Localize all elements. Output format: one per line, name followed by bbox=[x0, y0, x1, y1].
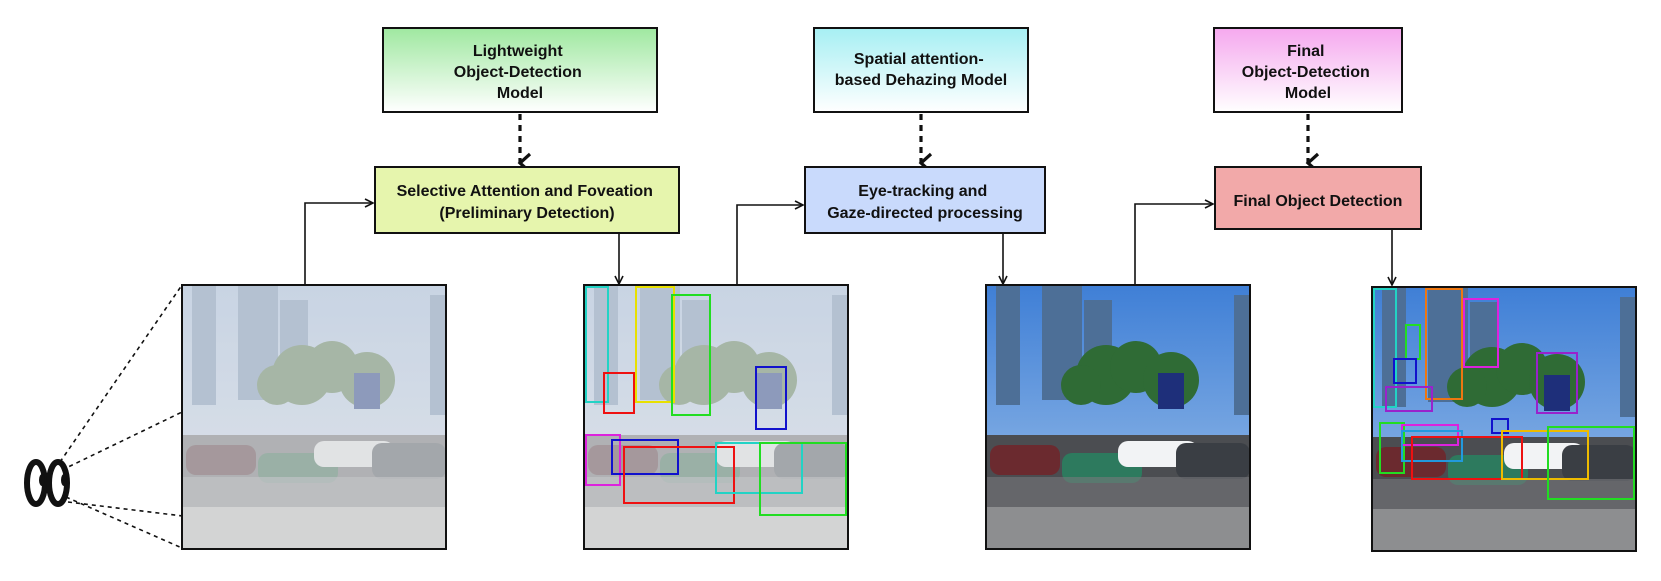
tree bbox=[1447, 367, 1487, 407]
billboard bbox=[1544, 375, 1570, 411]
hazy-input-image bbox=[181, 284, 447, 550]
lightweight-model-box bbox=[382, 27, 658, 113]
building bbox=[1234, 295, 1250, 415]
selective-attention-label: Selective Attention and Foveation (Preli… bbox=[397, 183, 658, 222]
eye-tracking-label: Eye-tracking and Gaze-directed processin… bbox=[827, 183, 1023, 222]
detection-box bbox=[623, 446, 735, 504]
detection-box bbox=[585, 286, 609, 403]
building bbox=[594, 285, 618, 405]
image-frame bbox=[181, 284, 447, 550]
eyes-icon bbox=[24, 459, 70, 507]
dehazing-model-label: Spatial attention- based Dehazing Model bbox=[835, 51, 1007, 89]
car bbox=[186, 445, 256, 475]
car bbox=[774, 443, 848, 479]
building bbox=[430, 295, 446, 415]
billboard bbox=[354, 373, 380, 409]
detection-box bbox=[1425, 288, 1463, 400]
detection-box bbox=[755, 366, 787, 430]
image1-to-selective-arrow bbox=[304, 203, 373, 285]
detection-box bbox=[671, 294, 711, 416]
image-frame bbox=[583, 284, 849, 550]
detection-box bbox=[1411, 436, 1523, 480]
tree bbox=[257, 365, 297, 405]
fence bbox=[986, 477, 1250, 507]
image-frame bbox=[985, 284, 1251, 550]
detection-box bbox=[1501, 430, 1589, 480]
image-frame bbox=[1371, 286, 1637, 552]
detection-box bbox=[1393, 358, 1417, 384]
building bbox=[996, 285, 1020, 405]
haze-overlay bbox=[182, 285, 446, 549]
detection-box bbox=[759, 442, 847, 516]
car bbox=[1562, 445, 1636, 481]
dehazing-model-box bbox=[813, 27, 1029, 113]
sidewalk bbox=[986, 507, 1250, 549]
billboard bbox=[756, 373, 782, 409]
detection-box bbox=[1379, 422, 1405, 474]
fence bbox=[182, 477, 446, 507]
tree bbox=[1061, 365, 1101, 405]
final-detections-image bbox=[1371, 286, 1637, 552]
detection-box bbox=[1547, 426, 1635, 500]
building bbox=[192, 285, 216, 405]
detection-box bbox=[1401, 430, 1463, 462]
final-model-label: Final Object-Detection Model bbox=[1242, 43, 1374, 102]
detection-box bbox=[635, 286, 675, 403]
detection-box bbox=[1385, 386, 1433, 412]
dehazed-image bbox=[985, 284, 1251, 550]
detection-box bbox=[585, 434, 621, 486]
image3-to-final-arrow bbox=[1134, 204, 1213, 285]
preliminary-detections-image bbox=[583, 284, 849, 550]
detection-box bbox=[1536, 352, 1578, 414]
car bbox=[1176, 443, 1250, 479]
car bbox=[372, 443, 446, 479]
billboard bbox=[1158, 373, 1184, 409]
sidewalk bbox=[1372, 509, 1636, 551]
building bbox=[1620, 297, 1636, 417]
lightweight-model-label: Lightweight Object-Detection Model bbox=[454, 43, 586, 102]
building bbox=[832, 295, 848, 415]
detection-box bbox=[1463, 298, 1499, 368]
final-detection-label: Final Object Detection bbox=[1234, 193, 1403, 210]
detection-box bbox=[603, 372, 635, 414]
haze-overlay bbox=[584, 285, 848, 549]
image2-to-eye-arrow bbox=[736, 205, 803, 285]
sidewalk bbox=[182, 507, 446, 549]
final-detection-box bbox=[1214, 166, 1422, 230]
final-model-box bbox=[1213, 27, 1403, 113]
tree bbox=[659, 365, 699, 405]
detection-box bbox=[611, 439, 679, 475]
car bbox=[990, 445, 1060, 475]
detection-box bbox=[1491, 418, 1509, 434]
eye-tracking-box bbox=[804, 166, 1046, 234]
fence bbox=[1372, 479, 1636, 509]
selective-attention-box bbox=[374, 166, 680, 234]
